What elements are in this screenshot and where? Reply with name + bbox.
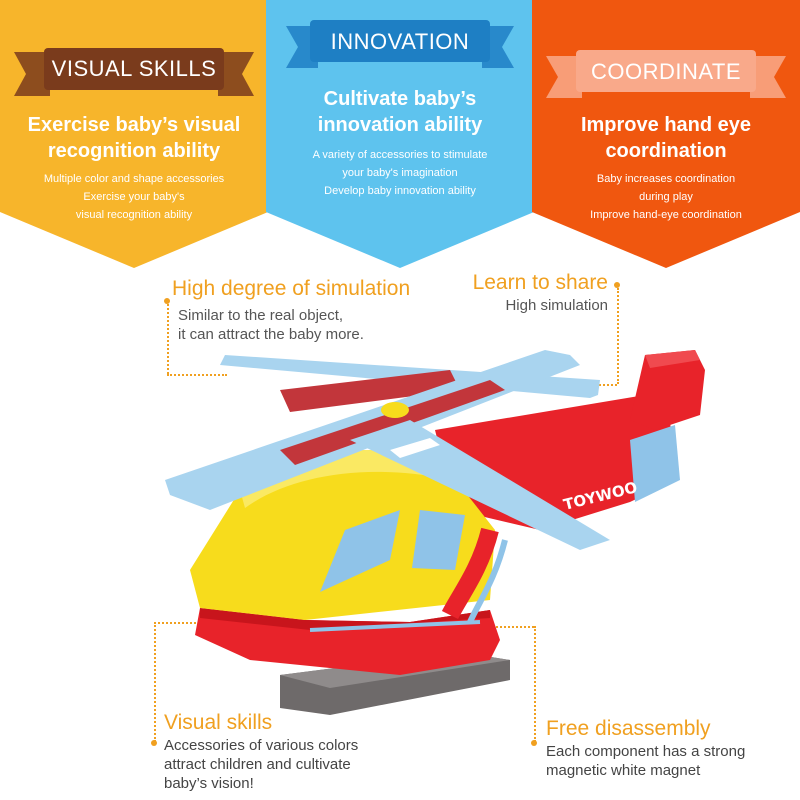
banner-title-line: innovation ability <box>317 114 483 136</box>
callout-leader-line <box>480 626 534 628</box>
helicopter-toy-image: TOYWOO <box>165 350 705 715</box>
feature-title: Learn to share <box>472 271 608 294</box>
rotor-hub <box>381 402 409 418</box>
feature-title: High degree of simulation <box>172 277 411 300</box>
feature-desc-line: High simulation <box>505 297 608 314</box>
helicopter-base <box>195 608 500 675</box>
callout-leader-line <box>167 374 227 376</box>
feature-share: Learn to share High simulation <box>473 270 608 315</box>
callout-dot <box>531 740 537 746</box>
callout-leader-line <box>154 622 224 624</box>
banner-desc-line: Improve hand-eye coordination <box>590 209 742 221</box>
banner-innovation: INNOVATION Cultivate baby’s innovation a… <box>266 0 534 270</box>
rotor-blades <box>165 350 610 550</box>
feature-desc-line: Accessories of various colors <box>164 737 359 754</box>
banner-title-line: recognition ability <box>47 140 221 162</box>
banner-visual-skills: VISUAL SKILLS Exercise baby’s visual rec… <box>0 0 268 270</box>
banner-desc-line: A variety of accessories to stimulate <box>312 149 488 161</box>
banner-coordinate: COORDINATE Improve hand eye coordination… <box>532 0 800 270</box>
ribbon-shape <box>14 48 254 96</box>
callout-dot <box>151 740 157 746</box>
banner-desc-line: Multiple color and shape accessories <box>43 173 225 185</box>
feature-simulation: High degree of simulation Similar to the… <box>172 276 410 344</box>
ribbon-label: INNOVATION <box>330 29 470 54</box>
callout-leader-line <box>617 288 619 384</box>
banner-background <box>266 0 534 268</box>
banner-desc-line: your baby's imagination <box>342 167 458 179</box>
cabin-window <box>320 510 400 592</box>
banner-desc-line: during play <box>639 191 693 203</box>
banner-desc-line: Baby increases coordination <box>596 173 736 185</box>
banner-title-line: coordination <box>605 140 727 162</box>
feature-desc-line: Each component has a strong <box>546 743 746 760</box>
banner-title-line: Improve hand eye <box>580 114 752 136</box>
feature-desc-line: Similar to the real object, <box>178 307 344 324</box>
callout-dot <box>614 282 620 288</box>
banner-title-line: Exercise baby’s visual <box>27 114 241 136</box>
banner-desc-line: visual recognition ability <box>75 209 193 221</box>
ribbon-shape <box>546 50 786 98</box>
feature-visual: Visual skills Accessories of various col… <box>164 710 358 793</box>
banner-desc-line: Exercise your baby's <box>83 191 185 203</box>
feature-desc-line: baby’s vision! <box>164 775 254 792</box>
feature-desc-line: it can attract the baby more. <box>178 326 364 343</box>
callout-leader-line <box>534 626 536 742</box>
callout-dot <box>164 298 170 304</box>
callout-leader-line <box>154 622 156 742</box>
cabin-window <box>412 510 465 570</box>
feature-desc-line: attract children and cultivate <box>164 756 351 773</box>
feature-desc-line: magnetic white magnet <box>546 762 701 779</box>
feature-title: Visual skills <box>164 711 273 734</box>
feature-title: Free disassembly <box>546 717 711 740</box>
feature-disassembly: Free disassembly Each component has a st… <box>546 716 745 780</box>
ribbon-shape <box>286 20 514 68</box>
banner-title-line: Cultivate baby’s <box>323 88 477 110</box>
callout-leader-line <box>167 304 169 374</box>
ribbon-label: COORDINATE <box>590 59 742 84</box>
ribbon-label: VISUAL SKILLS <box>51 56 217 81</box>
banner-desc-line: Develop baby innovation ability <box>324 185 476 197</box>
